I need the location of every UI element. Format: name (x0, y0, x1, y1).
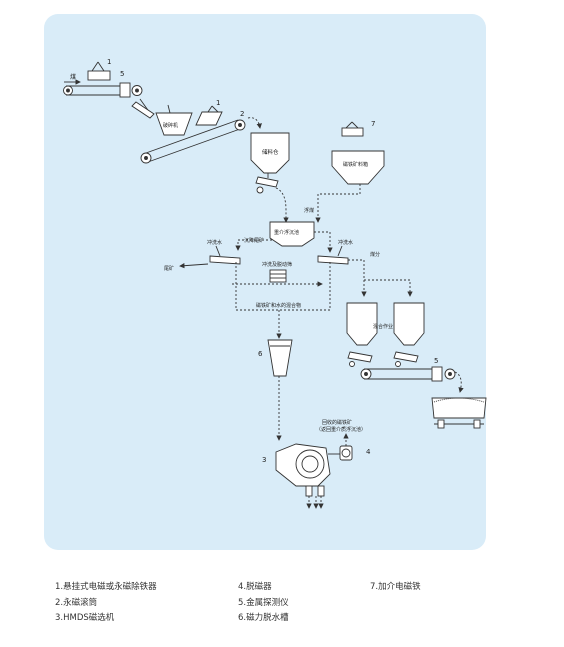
label-screen: 冲洗及脱动筛 (262, 261, 292, 268)
label-crusher: 破碎机 (163, 122, 178, 129)
magnetite-bin (331, 121, 385, 185)
diagram-panel (44, 14, 486, 550)
label-num-1b: 1 (216, 99, 220, 107)
label-dense-tank: 重介浮沉池 (274, 229, 299, 236)
label-num-7: 7 (371, 120, 375, 128)
feeder-under-hopper (255, 176, 279, 194)
right-wash-screen (317, 245, 349, 265)
legend-item: 6.磁力脱水槽 (238, 613, 289, 623)
suspended-magnet-1 (87, 61, 111, 81)
hmds-separator (275, 443, 331, 497)
legend-item: 4.脱磁器 (238, 582, 272, 592)
label-num-2a: 2 (240, 110, 244, 118)
legend-column-3: 7.加介电磁铁 (370, 580, 421, 596)
silo-feeders (347, 351, 419, 367)
label-num-6: 6 (258, 350, 263, 358)
legend-item: 3.HMDS磁选机 (55, 613, 115, 623)
vibrating-screen (269, 269, 287, 283)
demagnetizer (339, 445, 353, 461)
label-mixing: 混合作业 (373, 323, 393, 330)
legend-item: 2.永磁滚筒 (55, 597, 98, 608)
legend-column-2: 4.脱磁器 5.金属探测仪 6.磁力脱水槽 (238, 580, 289, 627)
suspended-magnet-1b (195, 105, 223, 126)
label-recovered-2: （返回重介质浮沉池） (316, 426, 366, 433)
label-num-5a: 5 (120, 70, 124, 78)
silo-left (346, 302, 378, 346)
left-wash-screen (209, 245, 241, 265)
legend-item: 1.悬挂式电磁或永磁除铁器 (55, 582, 157, 592)
label-sink: 沉降尾矿 (244, 237, 264, 244)
label-num-5b: 5 (434, 357, 438, 365)
magnetic-dewatering-tank (267, 339, 293, 377)
label-float: 浮煤 (304, 207, 314, 214)
label-num-4: 4 (366, 448, 371, 456)
rail-wagon (431, 397, 487, 429)
dense-medium-tank (269, 221, 315, 247)
legend-item: 5.金属探测仪 (238, 597, 289, 608)
crusher (131, 98, 193, 136)
label-magnetite-bin: 磁铁矿料箱 (343, 161, 368, 168)
legend-column-1: 1.悬挂式电磁或永磁除铁器 2.永磁滚筒 3.HMDS磁选机 (55, 580, 157, 627)
label-hopper: 储料仓 (262, 148, 279, 156)
label-num-3: 3 (262, 456, 266, 464)
label-recovered-1: 回收的磁铁矿 (322, 419, 352, 426)
label-mix: 磁铁矿和水的混合物 (256, 302, 301, 309)
label-wash-left: 冲洗水 (207, 239, 222, 246)
storage-hopper (250, 132, 290, 174)
silo-right (393, 302, 425, 346)
conveyor-belt-1 (63, 82, 143, 98)
inclined-conveyor-2 (140, 119, 246, 164)
label-tailings: 尾矿 (164, 265, 174, 272)
label-wash-right: 冲洗水 (338, 239, 353, 246)
label-fines: 煤分 (370, 251, 380, 258)
legend-item: 7.加介电磁铁 (370, 582, 421, 592)
label-num-1a: 1 (107, 58, 111, 66)
conveyor-belt-5 (360, 366, 456, 382)
label-coal: 煤 (70, 73, 76, 81)
